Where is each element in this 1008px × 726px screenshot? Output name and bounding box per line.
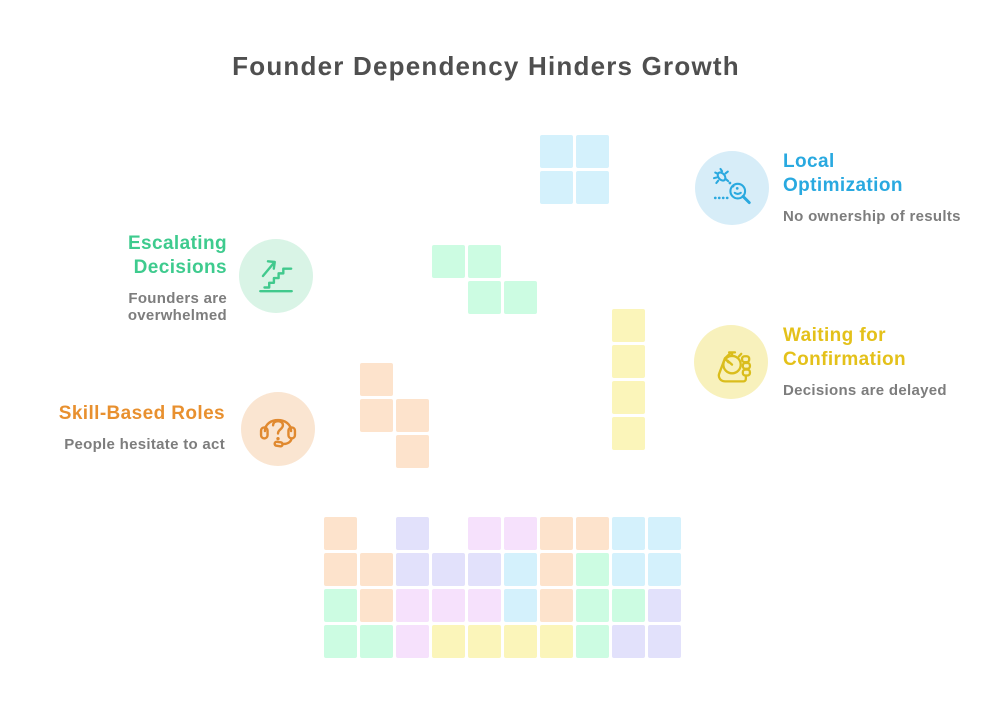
s-piece-green-cell (468, 245, 501, 278)
stack-cell (504, 589, 537, 622)
stack-cell (612, 589, 645, 622)
s-piece-orange-cell (396, 399, 429, 432)
heading-line: Skill-Based Roles (58, 403, 225, 424)
stairs-up-icon (259, 260, 293, 293)
stack-cell (432, 589, 465, 622)
page-title: Founder Dependency Hinders Growth (232, 51, 740, 81)
stack-cell (576, 517, 609, 550)
i-piece-yellow-cell (612, 381, 645, 414)
bug-search-icon (712, 167, 751, 205)
stack-cell (540, 625, 573, 658)
heading-line: Confirmation (783, 349, 907, 370)
label-subtitle: No ownership of results (783, 208, 961, 225)
headset-question-icon (259, 418, 297, 448)
stack-cell (612, 517, 645, 550)
local-optimization-icon-circle (695, 151, 769, 225)
heading-line: Decisions (133, 257, 227, 278)
i-piece-yellow-cell (612, 345, 645, 378)
stack-cell (396, 625, 429, 658)
label-waiting-for-confirmation: Waiting for Confirmation Decisions are d… (783, 324, 947, 399)
label-subtitle: People hesitate to act (59, 436, 225, 453)
stack-cell (540, 589, 573, 622)
stack-cell (648, 625, 681, 658)
s-piece-green-cell (468, 281, 501, 314)
heading-line: Escalating (127, 233, 227, 254)
subtitle-line: overwhelmed (127, 307, 227, 324)
s-piece-orange-cell (360, 399, 393, 432)
stack-cell (648, 517, 681, 550)
stack-cell (396, 517, 429, 550)
o-piece-blue-cell (576, 171, 609, 204)
stack-cell (540, 517, 573, 550)
stack-cell (468, 553, 501, 586)
stack-cell (468, 517, 501, 550)
stack-cell (504, 625, 537, 658)
label-subtitle: Decisions are delayed (783, 382, 947, 399)
stack-cell (648, 553, 681, 586)
stack-cell (576, 589, 609, 622)
hand-stopwatch-icon (717, 351, 752, 383)
label-heading: Skill-Based Roles (59, 402, 225, 426)
s-piece-green-cell (432, 245, 465, 278)
heading-line: Waiting for (783, 325, 886, 346)
stack-cell (324, 517, 357, 550)
stack-cell (324, 553, 357, 586)
stack-cell (360, 589, 393, 622)
s-piece-orange-cell (396, 435, 429, 468)
stack-cell (468, 625, 501, 658)
stack-cell (504, 553, 537, 586)
stack-cell (324, 589, 357, 622)
o-piece-blue-cell (540, 135, 573, 168)
stack-cell (612, 553, 645, 586)
o-piece-blue-cell (540, 171, 573, 204)
stack-cell (540, 553, 573, 586)
waiting-for-confirmation-icon-circle (694, 325, 768, 399)
stack-cell (324, 625, 357, 658)
heading-line: Optimization (783, 175, 903, 196)
label-skill-based-roles: Skill-Based Roles People hesitate to act (59, 402, 225, 453)
subtitle-line: Founders are (128, 290, 227, 307)
subtitle-line: People hesitate to act (64, 436, 225, 453)
stack-cell (432, 553, 465, 586)
i-piece-yellow-cell (612, 309, 645, 342)
label-heading: Escalating Decisions (128, 232, 227, 280)
stack-cell (360, 625, 393, 658)
stack-cell (360, 553, 393, 586)
stack-cell (576, 625, 609, 658)
subtitle-line: No ownership of results (783, 208, 961, 225)
i-piece-yellow-cell (612, 417, 645, 450)
label-heading: Waiting for Confirmation (783, 324, 947, 372)
s-piece-orange-cell (360, 363, 393, 396)
heading-line: Local (783, 151, 835, 172)
stack-cell (468, 589, 501, 622)
s-piece-green-cell (504, 281, 537, 314)
skill-based-roles-icon-circle (241, 392, 315, 466)
stack-cell (576, 553, 609, 586)
stack-cell (612, 625, 645, 658)
stack-cell (648, 589, 681, 622)
escalating-decisions-icon-circle (239, 239, 313, 313)
subtitle-line: Decisions are delayed (783, 382, 947, 399)
stack-cell (396, 553, 429, 586)
label-subtitle: Founders are overwhelmed (128, 290, 227, 324)
stack-cell (396, 589, 429, 622)
label-local-optimization: Local Optimization No ownership of resul… (783, 150, 961, 225)
stack-cell (504, 517, 537, 550)
label-escalating-decisions: Escalating Decisions Founders are overwh… (128, 232, 227, 324)
label-heading: Local Optimization (783, 150, 961, 198)
o-piece-blue-cell (576, 135, 609, 168)
stack-cell (432, 625, 465, 658)
